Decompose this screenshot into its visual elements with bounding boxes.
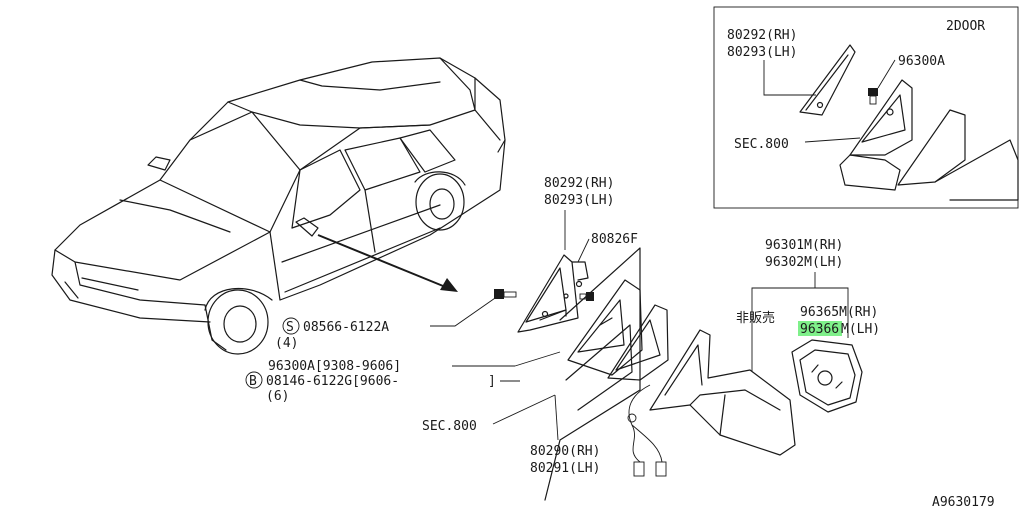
label-glass-lh-number: 96366 xyxy=(800,322,839,337)
callout-arrow xyxy=(317,234,458,292)
label-bolt-b-close: ] xyxy=(488,374,496,389)
label-bolt-b: 08146-6122G[9606- xyxy=(266,374,399,389)
mirror-body-part xyxy=(649,329,796,456)
screw-prefix-badge: S xyxy=(286,320,294,335)
label-mirror-lh: 96302M(LH) xyxy=(765,255,843,270)
inset-cover-part xyxy=(799,44,856,116)
label-bolt-a: 96300A[9308-9606] xyxy=(268,359,401,374)
label-cover-rh: 80292(RH) xyxy=(544,176,614,191)
label-not-for-sale: 非販売 xyxy=(736,310,775,326)
label-mirror-rh: 96301M(RH) xyxy=(765,238,843,253)
seal-part xyxy=(571,261,589,288)
inset-bolt-icon xyxy=(868,88,878,105)
label-holder-lh: 80291(LH) xyxy=(530,461,600,476)
inset-mirror-assembly xyxy=(839,79,1019,201)
label-glass-rh: 96365M(RH) xyxy=(800,305,878,320)
highlight-marker xyxy=(798,321,842,336)
bolt-icon xyxy=(579,292,594,301)
screw-icon xyxy=(494,289,517,299)
label-seal: 80826F xyxy=(591,232,638,247)
diagram-id: A9630179 xyxy=(932,495,995,510)
bolt-b-callout: B 08146-6122G[9606- ] (6) xyxy=(245,371,520,404)
bolt-b-prefix-badge: B xyxy=(249,374,257,389)
screw-callout: S 08566-6122A (4) xyxy=(275,295,499,351)
wiring-harness xyxy=(627,384,667,477)
inset-bolt-label: 96300A xyxy=(898,54,945,69)
label-screw-qty: (4) xyxy=(275,336,298,351)
label-section: SEC.800 xyxy=(422,419,477,434)
inset-section-label: SEC.800 xyxy=(734,137,789,152)
inset-part-rh: 80292(RH) xyxy=(727,28,797,43)
label-bolt-b-qty: (6) xyxy=(266,389,289,404)
label-cover-lh: 80293(LH) xyxy=(544,193,614,208)
label-screw: 08566-6122A xyxy=(303,320,389,335)
mirror-holder-part xyxy=(567,279,669,381)
mirror-cover-part xyxy=(517,254,579,333)
car-illustration xyxy=(51,57,506,355)
label-holder-rh: 80290(RH) xyxy=(530,444,600,459)
mirror-glass-part xyxy=(791,339,863,413)
inset-door-label: 2DOOR xyxy=(946,19,985,34)
label-glass-lh-suffix: M(LH) xyxy=(841,322,880,337)
inset-2door: 2DOOR 80292(RH) 80293(LH) 96300A SEC.800 xyxy=(713,6,1019,209)
inset-part-lh: 80293(LH) xyxy=(727,45,797,60)
